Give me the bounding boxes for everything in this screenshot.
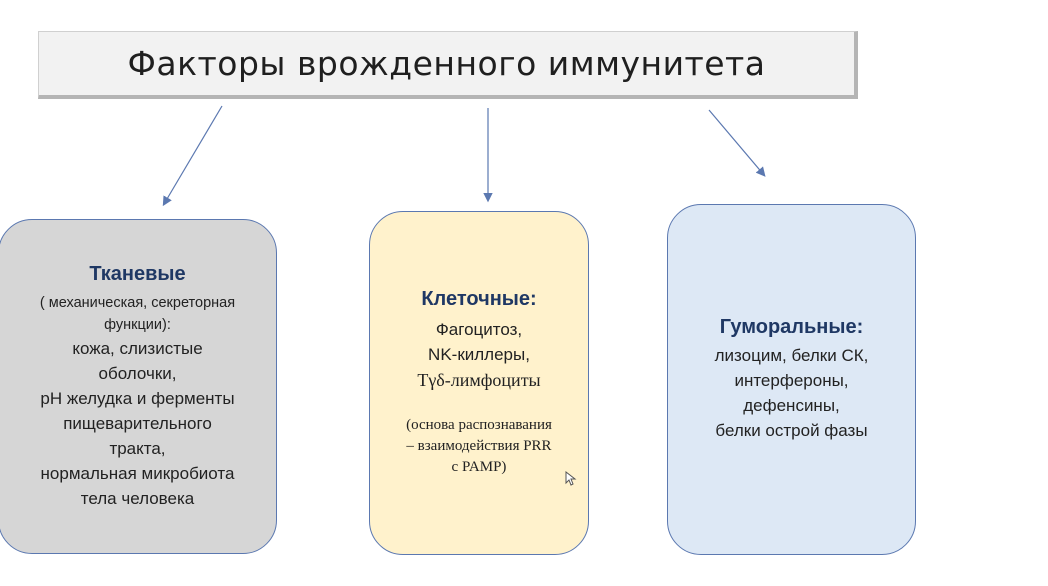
tissue-factors-card: Тканевые ( механическая, секреторная фун… [0, 219, 277, 554]
arrow-to-tissue [162, 105, 223, 207]
cellular-note-line: с PAMP) [451, 459, 507, 475]
tissue-line: тракта, [109, 438, 166, 458]
cellular-note-line: (основа распознавания [406, 417, 552, 433]
humoral-line: белки острой фазы [715, 421, 868, 440]
humoral-line: лизоцим, белки СК, [714, 346, 869, 365]
tissue-line: нормальная микробиота [40, 463, 235, 483]
title-box: Факторы врожденного иммунитета [38, 31, 858, 99]
tissue-line: тела человека [80, 488, 195, 508]
tissue-line: кожа, слизистые [72, 338, 203, 358]
arrow-to-humoral [708, 109, 766, 177]
tissue-line: pH желудка и ферменты [40, 388, 235, 408]
cellular-factors-card: Клеточные: Фагоцитоз, NK-киллеры, Tγδ-ли… [369, 211, 589, 555]
tissue-heading: Тканевые [89, 262, 186, 285]
diagram-title: Факторы врожденного иммунитета [127, 44, 766, 83]
tissue-subtitle-line-1: ( механическая, секреторная [39, 294, 236, 311]
humoral-factors-card: Гуморальные: лизоцим, белки СК, интерфер… [667, 204, 916, 555]
cellular-note-line: – взаимодействия PRR [406, 438, 552, 454]
tissue-line: пищеварительного [63, 413, 212, 433]
cellular-heading: Клеточные: [421, 288, 537, 310]
mouse-pointer-icon [565, 471, 577, 486]
humoral-line: интерфероны, [734, 371, 849, 390]
cellular-line: Фагоцитоз, [435, 320, 523, 339]
tissue-line: оболочки, [98, 363, 177, 383]
tissue-subtitle-line-2: функции): [104, 316, 171, 333]
cellular-line: NK-киллеры, [428, 345, 530, 364]
humoral-line: дефенсины, [743, 396, 840, 415]
humoral-heading: Гуморальные: [719, 316, 864, 338]
cellular-line: Tγδ-лимфоциты [417, 370, 541, 390]
